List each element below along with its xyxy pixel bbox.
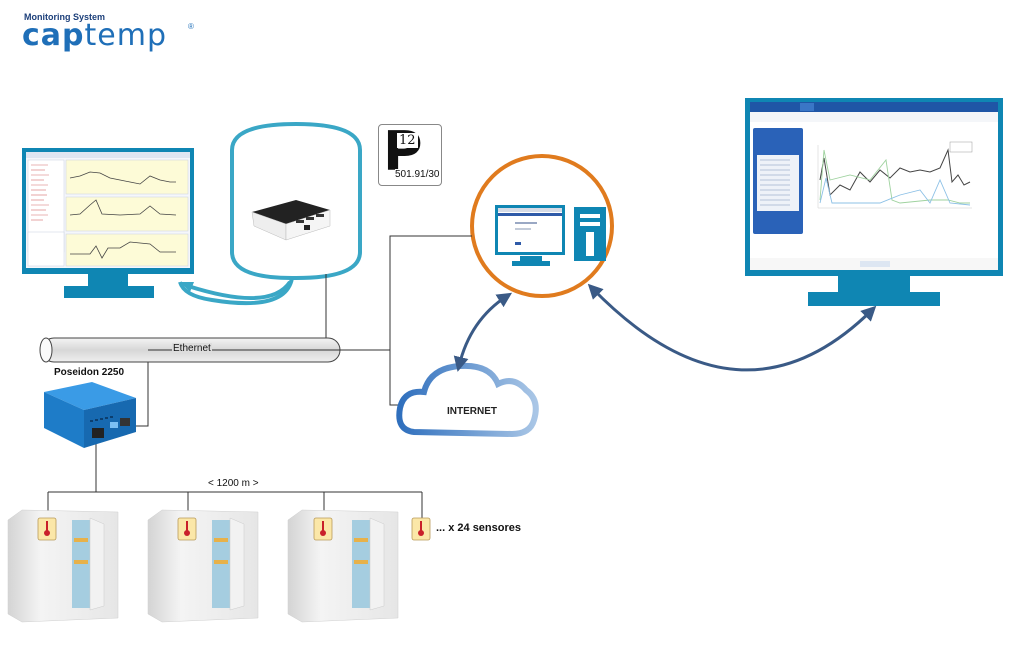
distance-label: < 1200 m > — [208, 478, 259, 489]
thermometer-icon-4 — [411, 517, 431, 541]
web-dashboard-monitor-icon — [745, 98, 1003, 306]
poseidon-device-icon — [44, 382, 136, 448]
thermometer-icon-1 — [37, 517, 57, 541]
arrows — [453, 283, 877, 372]
desktop-monitor-icon — [22, 148, 194, 298]
logo: captemp — [22, 20, 167, 52]
certification-class: 12 — [397, 133, 418, 148]
mini-pc-icon — [178, 121, 362, 306]
cold-room-icon-3 — [287, 509, 399, 623]
client-workstation-icon — [470, 154, 614, 298]
certification-badge: P 12 501.91/30 — [378, 124, 442, 186]
logo-brand-bold: cap — [22, 18, 85, 53]
ethernet-label: Ethernet — [172, 343, 212, 354]
registered-mark: ® — [188, 22, 194, 31]
logo-brand-thin: temp — [84, 18, 168, 53]
cold-room-icon-1 — [7, 509, 119, 623]
ethernet-pipe — [39, 337, 390, 363]
device-label: Poseidon 2250 — [54, 367, 125, 378]
mini-pc-link-arrow — [187, 280, 292, 301]
cold-room-icon-2 — [147, 509, 259, 623]
sensors-count-label: ... x 24 sensores — [436, 522, 521, 534]
internet-label: INTERNET — [447, 406, 497, 417]
thermometer-icon-2 — [177, 517, 197, 541]
certification-code: 501.91/30 — [395, 169, 440, 180]
logo-subtitle: Monitoring System — [24, 12, 106, 22]
internet-cloud-icon — [396, 362, 539, 438]
thermometer-icon-3 — [313, 517, 333, 541]
